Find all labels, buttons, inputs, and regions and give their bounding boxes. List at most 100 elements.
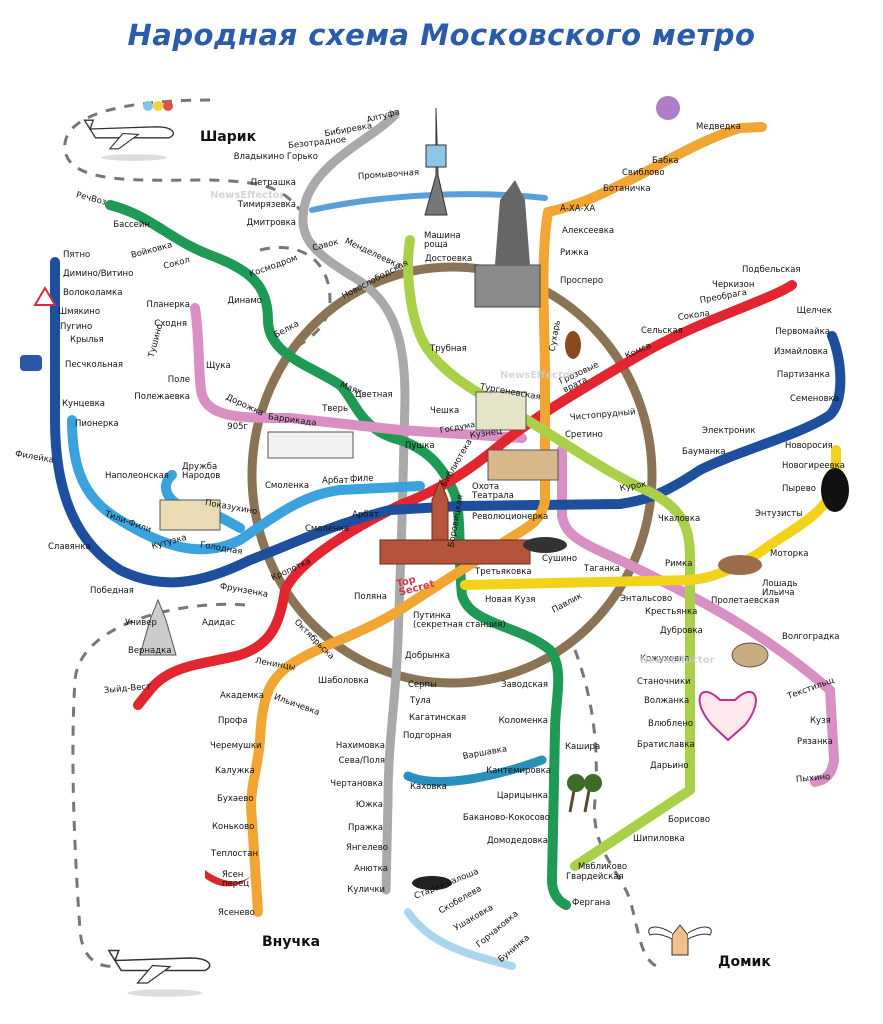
station-orange[interactable]: Просперо (560, 276, 604, 286)
station-darkblue[interactable]: Славянка (48, 542, 91, 552)
station-darkblue[interactable]: Щелчек (796, 306, 832, 316)
station-green[interactable]: Кашира (565, 742, 601, 752)
station-orange[interactable]: Путинка (секретная станция) (413, 611, 506, 630)
station-lightgreen[interactable]: Сретино (565, 430, 603, 440)
station-darkblue[interactable]: Димино/Витино (63, 269, 134, 279)
station-orange[interactable]: Теплостан (211, 849, 259, 859)
station-lightgreen[interactable]: Чкаловка (658, 514, 701, 524)
station-pink[interactable]: Рязанка (797, 737, 833, 747)
station-lightgreen[interactable]: Римка (665, 559, 693, 569)
station-red[interactable]: Универ (125, 618, 157, 628)
station-darkblue[interactable]: Победная (90, 586, 134, 596)
station-red[interactable]: Сельская (641, 326, 683, 336)
station-lightblue[interactable]: филе (350, 474, 374, 484)
station-green[interactable]: Фергана (572, 898, 611, 908)
line-darkblue[interactable] (50, 257, 846, 588)
station-orange[interactable]: Ботаничка (603, 184, 651, 194)
station-grey[interactable]: Чертановка (330, 779, 383, 789)
station-grey[interactable]: Владыкино Горько (233, 152, 318, 162)
line-green[interactable] (105, 200, 571, 910)
station-grey[interactable]: Кагатинская (409, 713, 467, 723)
station-lightgreen[interactable]: Волжанка (644, 696, 690, 706)
station-yellow[interactable]: Моторка (770, 549, 809, 559)
station-orange[interactable]: А-ХА-ХА (560, 204, 596, 214)
station-lightblue[interactable]: Дружба Народов (182, 462, 221, 481)
station-grey[interactable]: Серпы (408, 680, 437, 690)
station-yellow[interactable]: Новоросия (785, 441, 833, 451)
station-lightgreen[interactable]: Станочники (637, 677, 691, 687)
station-green[interactable]: Царицынка (496, 791, 548, 801)
station-darkblue[interactable]: Электроник (702, 426, 756, 436)
station-grey[interactable]: Чешка (430, 406, 460, 416)
station-green[interactable]: Охота Театрала (472, 482, 514, 501)
station-darkblue[interactable]: Пугино (60, 322, 93, 332)
station-orange[interactable]: Калужка (215, 766, 255, 776)
station-lightblue[interactable]: Смоленка (265, 481, 310, 491)
line-lightblue[interactable] (67, 415, 425, 555)
station-red[interactable]: Подбельская (742, 265, 801, 275)
station-pink[interactable]: Щука (206, 361, 231, 371)
station-orange[interactable]: Бухаево (217, 794, 254, 804)
station-pink[interactable]: Кузя (810, 716, 831, 726)
station-darkblue[interactable]: Бауманка (682, 447, 726, 457)
station-grey[interactable]: Подгорная (403, 731, 452, 741)
station-darkblue[interactable]: Первомайка (775, 327, 830, 337)
station-grey[interactable]: Пражка (348, 823, 383, 833)
station-darkblue[interactable]: Волоколамка (63, 288, 123, 298)
station-darkblue[interactable]: Семеновка (790, 394, 839, 404)
station-darkblue[interactable]: Крылья (70, 335, 104, 345)
station-yellow[interactable]: Лошадь Ильича (762, 579, 798, 598)
station-green[interactable]: Домодедовка (487, 836, 548, 846)
station-green[interactable]: Баканово-Кокосово (462, 813, 550, 823)
line-pink[interactable] (557, 445, 839, 787)
station-darkblue[interactable]: Смоленка (305, 524, 350, 534)
airport-domodedovo[interactable]: Домик (718, 954, 771, 970)
airport-sheremetyevo[interactable]: Шарик (200, 129, 257, 145)
station-red[interactable]: Адидас (202, 618, 235, 628)
station-grey[interactable]: Нахимовка (335, 741, 385, 751)
station-lightgreen[interactable]: Трубная (430, 344, 467, 354)
station-grey[interactable]: Янгелево (345, 843, 388, 853)
station-darkblue[interactable]: Шмякино (58, 307, 101, 317)
line-grey[interactable] (298, 110, 410, 895)
station-lightgreen[interactable]: Дарьино (650, 761, 689, 771)
station-green[interactable]: Кантемировка (486, 766, 551, 776)
station-teal[interactable]: Каховка (410, 782, 447, 792)
station-grey[interactable]: Дмитровка (246, 218, 296, 228)
station-yellow[interactable]: Новогиреевка (782, 461, 845, 471)
station-green[interactable]: Коломенка (498, 716, 548, 726)
station-green[interactable]: Третьяковка (475, 567, 532, 577)
station-lightgreen[interactable]: Достоевка (425, 254, 473, 264)
station-orange[interactable]: Медведка (696, 122, 741, 132)
line-pink[interactable] (190, 303, 527, 443)
station-green[interactable]: Динамо (227, 296, 262, 306)
station-pink[interactable]: Поле (167, 375, 190, 385)
station-grey[interactable]: Сева/Поля (338, 756, 385, 766)
station-darkblue[interactable]: Партизанка (776, 370, 830, 380)
station-lightgreen[interactable]: Братиславка (637, 740, 695, 750)
station-green[interactable]: Пушка (405, 441, 435, 451)
station-grey[interactable]: Добрынка (405, 651, 451, 661)
station-lightgreen[interactable]: Дубровка (660, 626, 703, 636)
station-orange[interactable]: Профа (218, 716, 248, 726)
station-orange[interactable]: Бабка (652, 156, 679, 166)
station-green[interactable]: Тверь (322, 404, 348, 414)
station-orange[interactable]: Свиблово (622, 168, 665, 178)
line-teal[interactable] (403, 755, 547, 787)
station-green[interactable]: Гвардейская (566, 872, 624, 882)
ring-line[interactable] (247, 262, 657, 688)
station-orange[interactable]: Коньково (212, 822, 255, 832)
line-butovo[interactable] (404, 908, 516, 970)
airport-vnukovo[interactable]: Внучка (262, 934, 321, 950)
station-grey[interactable]: Кулички (347, 885, 385, 895)
station-orange[interactable]: Сушино (542, 554, 578, 564)
station-green[interactable]: Бассейн (113, 220, 150, 230)
station-darkblue[interactable]: Измайловка (773, 347, 828, 357)
station-grey[interactable]: Анютка (354, 864, 388, 874)
station-pink[interactable]: Полежаевка (134, 392, 190, 402)
station-lightgreen[interactable]: Кожуховка (640, 654, 690, 664)
station-pink[interactable]: Волгоградка (782, 632, 840, 642)
station-orange[interactable]: Шаболовка (318, 676, 369, 686)
station-grey[interactable]: Южка (355, 800, 383, 810)
station-orange[interactable]: Ясенево (218, 908, 255, 918)
